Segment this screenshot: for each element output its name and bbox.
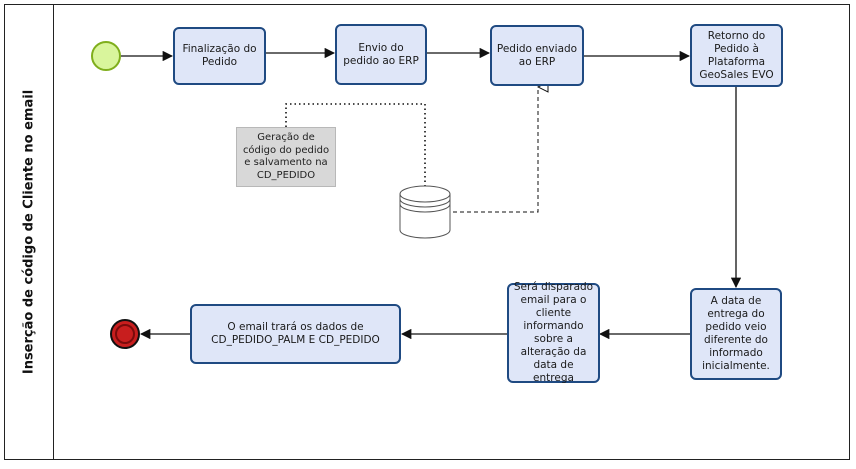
task-label: A data de entrega do pedido veio diferen… [702,295,770,372]
task-label: Retorno do Pedido à Plataforma GeoSales … [699,29,774,81]
text-annotation: Geração de código do pedido e salvamento… [236,127,336,187]
task-label: Envio do pedido ao ERP [343,41,419,67]
association-note-to-datastore [285,103,426,186]
lane-header [4,4,54,460]
data-association-datastore-to-enviado [453,87,538,213]
task-label: Pedido enviado ao ERP [496,42,578,68]
task-disparo-email[interactable]: Será disparado email para o cliente info… [507,281,600,384]
task-email-dados[interactable]: O email trará os dados de CD_PEDIDO_PALM… [190,304,401,364]
start-event[interactable] [91,41,121,71]
task-finalizacao-do-pedido[interactable]: Finalização do Pedido [173,27,266,85]
annotation-text: Geração de código do pedido e salvamento… [242,132,330,181]
task-envio-do-pedido[interactable]: Envio do pedido ao ERP [335,24,427,85]
pool [4,4,850,460]
task-label: Finalização do Pedido [182,43,257,68]
data-store-icon[interactable] [399,185,451,239]
task-pedido-enviado[interactable]: Pedido enviado ao ERP [490,25,584,86]
end-event-inner [115,324,135,344]
task-retorno-do-pedido[interactable]: Retorno do Pedido à Plataforma GeoSales … [690,24,783,87]
task-label: O email trará os dados de CD_PEDIDO_PALM… [211,321,380,346]
task-label: Será disparado email para o cliente info… [513,281,594,384]
task-data-de-entrega[interactable]: A data de entrega do pedido veio diferen… [690,288,782,380]
